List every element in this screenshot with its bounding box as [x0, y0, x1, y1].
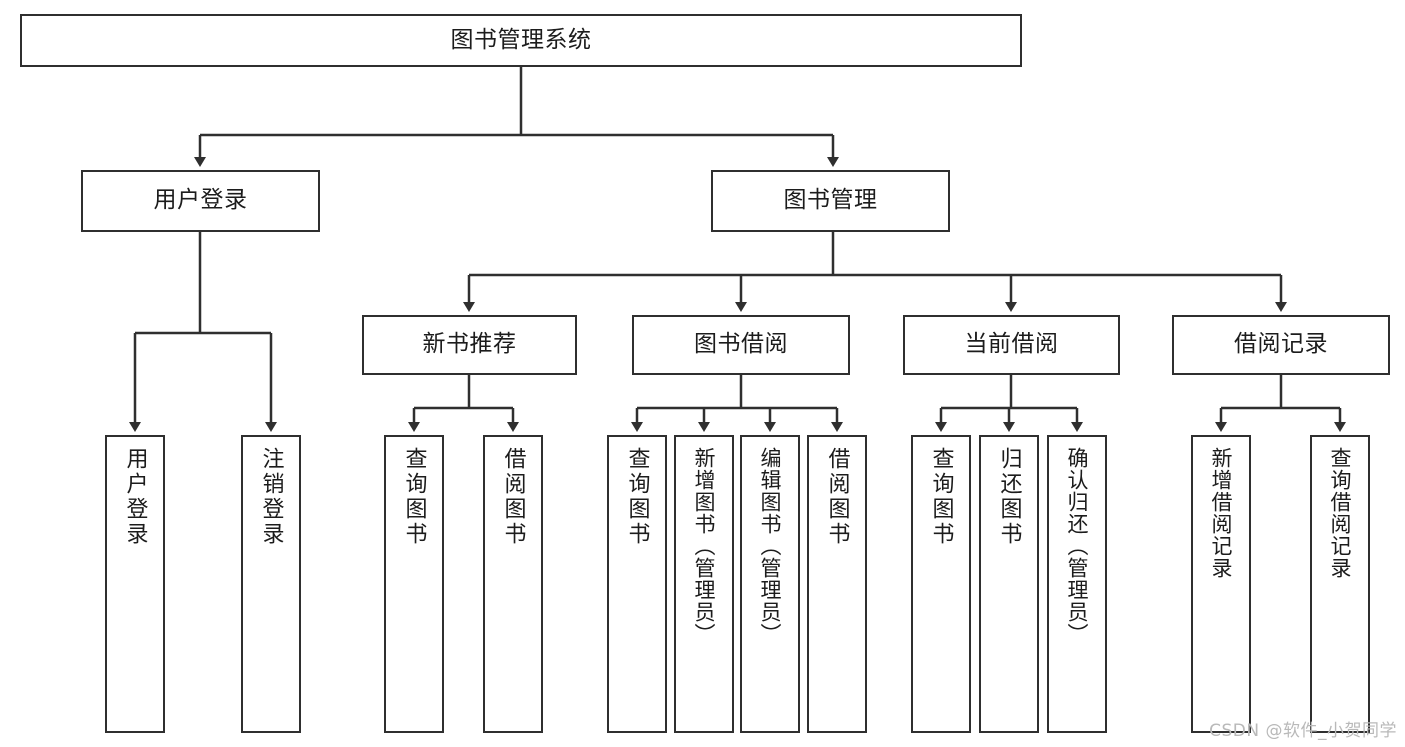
node-label: 编辑图书（管理员）	[758, 447, 783, 645]
node-label: 用户登录	[122, 447, 148, 547]
leaf-book-borrow-add-book-admin[interactable]: 新增图书（管理员）	[674, 435, 734, 733]
node-label: 注销登录	[258, 447, 284, 547]
node-new-book-recommendation[interactable]: 新书推荐	[362, 315, 577, 375]
node-label: 确认归还（管理员）	[1065, 447, 1090, 645]
leaf-user-login-logout[interactable]: 注销登录	[241, 435, 301, 733]
node-label: 新增借阅记录	[1209, 447, 1234, 579]
node-book-management[interactable]: 图书管理	[711, 170, 950, 232]
leaf-current-borrow-return-book[interactable]: 归还图书	[979, 435, 1039, 733]
node-label: 图书管理系统	[450, 26, 592, 53]
csdn-watermark: CSDN @软件_小贺同学	[1209, 721, 1397, 741]
node-label: 新增图书（管理员）	[692, 447, 717, 645]
leaf-borrow-record-query-record[interactable]: 查询借阅记录	[1310, 435, 1370, 733]
node-label: 查询图书	[401, 447, 427, 547]
node-label: 查询借阅记录	[1328, 447, 1353, 579]
node-label: 用户登录	[153, 187, 248, 214]
node-root-library-system[interactable]: 图书管理系统	[20, 14, 1022, 67]
node-label: 借阅图书	[824, 447, 850, 547]
leaf-book-borrow-edit-book-admin[interactable]: 编辑图书（管理员）	[740, 435, 800, 733]
leaf-current-borrow-query-book[interactable]: 查询图书	[911, 435, 971, 733]
node-current-borrowing[interactable]: 当前借阅	[903, 315, 1120, 375]
node-label: 查询图书	[928, 447, 954, 547]
node-label: 查询图书	[624, 447, 650, 547]
node-user-login[interactable]: 用户登录	[81, 170, 320, 232]
leaf-borrow-record-add-record[interactable]: 新增借阅记录	[1191, 435, 1251, 733]
node-borrowing-records[interactable]: 借阅记录	[1172, 315, 1390, 375]
node-book-borrowing[interactable]: 图书借阅	[632, 315, 850, 375]
node-label: 归还图书	[996, 447, 1022, 547]
leaf-book-borrow-query-book[interactable]: 查询图书	[607, 435, 667, 733]
node-label: 借阅记录	[1234, 331, 1328, 358]
node-label: 图书借阅	[694, 331, 788, 358]
leaf-new-book-query-book[interactable]: 查询图书	[384, 435, 444, 733]
node-label: 借阅图书	[500, 447, 526, 547]
node-label: 新书推荐	[422, 331, 517, 358]
node-label: 图书管理	[783, 187, 878, 214]
leaf-book-borrow-borrow-book[interactable]: 借阅图书	[807, 435, 867, 733]
leaf-new-book-borrow-book[interactable]: 借阅图书	[483, 435, 543, 733]
node-label: 当前借阅	[964, 331, 1059, 358]
leaf-user-login-login[interactable]: 用户登录	[105, 435, 165, 733]
leaf-current-borrow-confirm-return-admin[interactable]: 确认归还（管理员）	[1047, 435, 1107, 733]
